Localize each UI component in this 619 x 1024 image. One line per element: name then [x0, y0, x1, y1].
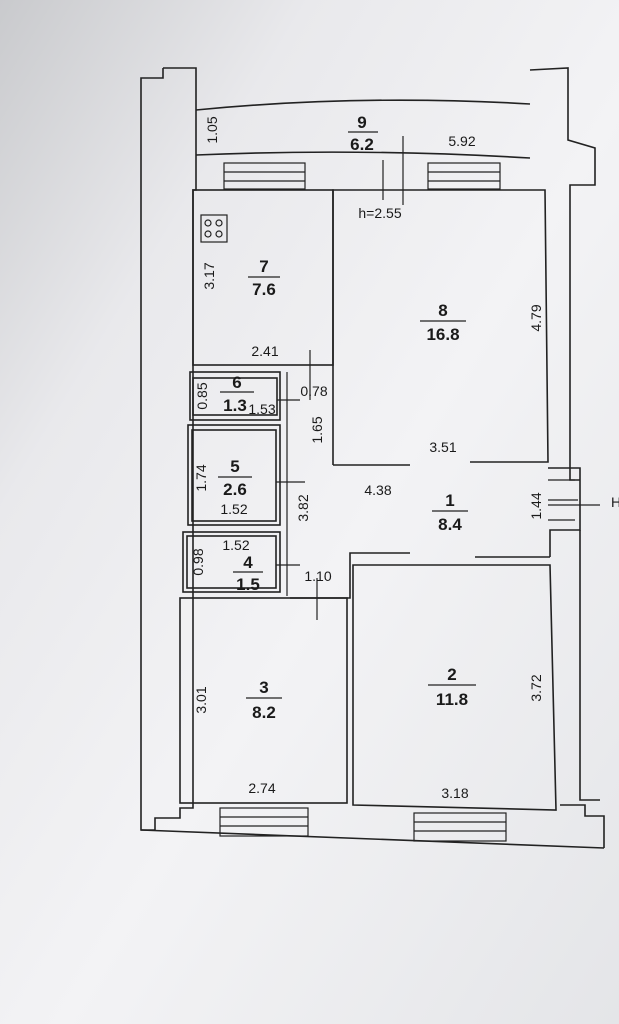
room-5-number: 5	[230, 457, 239, 476]
room-7-area: 7.6	[252, 280, 276, 299]
dim-hall-side: 1.65	[309, 416, 325, 443]
dim-room4-depth: 0.98	[190, 548, 206, 575]
room-5-area: 2.6	[223, 480, 247, 499]
outer-walls	[140, 67, 605, 849]
room-8-area: 16.8	[426, 325, 459, 344]
dim-hall-width: 4.38	[364, 482, 391, 498]
room-9-area: 6.2	[350, 135, 374, 154]
dim-room2-width: 3.18	[441, 785, 468, 801]
edge-mark: H	[611, 494, 619, 510]
room-3-area: 8.2	[252, 703, 276, 722]
room-2-area: 11.8	[436, 690, 468, 709]
room-2-number: 2	[447, 665, 456, 684]
room-4-area: 1.5	[236, 575, 260, 594]
room-7-number: 7	[259, 257, 268, 276]
dim-kitchen-depth: 3.17	[201, 262, 217, 289]
room-8	[332, 189, 549, 466]
dim-hall-entry: 1.44	[528, 492, 544, 519]
dim-room6-width: 1.53	[248, 401, 275, 417]
dim-hall-gap: 0.78	[300, 383, 327, 399]
dim-room6-depth: 0.85	[194, 382, 210, 409]
room-6-area: 1.3	[223, 396, 247, 415]
dimension-labels: 1.05 5.92 h=2.55 3.17 2.41 4.79 3.51 0.8…	[190, 116, 619, 801]
balcony	[195, 99, 531, 205]
room-1-number: 1	[445, 491, 454, 510]
small-rooms	[182, 371, 305, 596]
dim-balcony-depth: 1.05	[204, 116, 220, 143]
dim-room8-depth: 4.79	[528, 304, 544, 331]
room-labels: 9 6.2 7 7.6 8 16.8 6 1.3 5 2.6 4 1.5 1 8…	[218, 113, 476, 722]
dim-room8-width: 3.51	[429, 439, 456, 455]
dim-room3-depth: 3.01	[193, 686, 209, 713]
room-2	[352, 564, 557, 842]
room-1-area: 8.4	[438, 515, 462, 534]
dim-room3-width: 2.74	[248, 780, 275, 796]
dim-balcony-length: 5.92	[448, 133, 475, 149]
dim-room5-width: 1.52	[220, 501, 247, 517]
height-note: h=2.55	[358, 205, 401, 221]
room-9-number: 9	[357, 113, 366, 132]
dim-hall-passage: 1.10	[304, 568, 331, 584]
room-3-number: 3	[259, 678, 268, 697]
dim-room5-depth: 1.74	[193, 464, 209, 491]
dim-room2-depth: 3.72	[528, 674, 544, 701]
room-3	[179, 597, 348, 837]
dim-kitchen-width: 2.41	[251, 343, 278, 359]
dim-hall-depth: 3.82	[295, 494, 311, 521]
dim-room4-width: 1.52	[222, 537, 249, 553]
room-4-number: 4	[243, 553, 253, 572]
room-8-number: 8	[438, 301, 447, 320]
room-6-number: 6	[232, 373, 241, 392]
